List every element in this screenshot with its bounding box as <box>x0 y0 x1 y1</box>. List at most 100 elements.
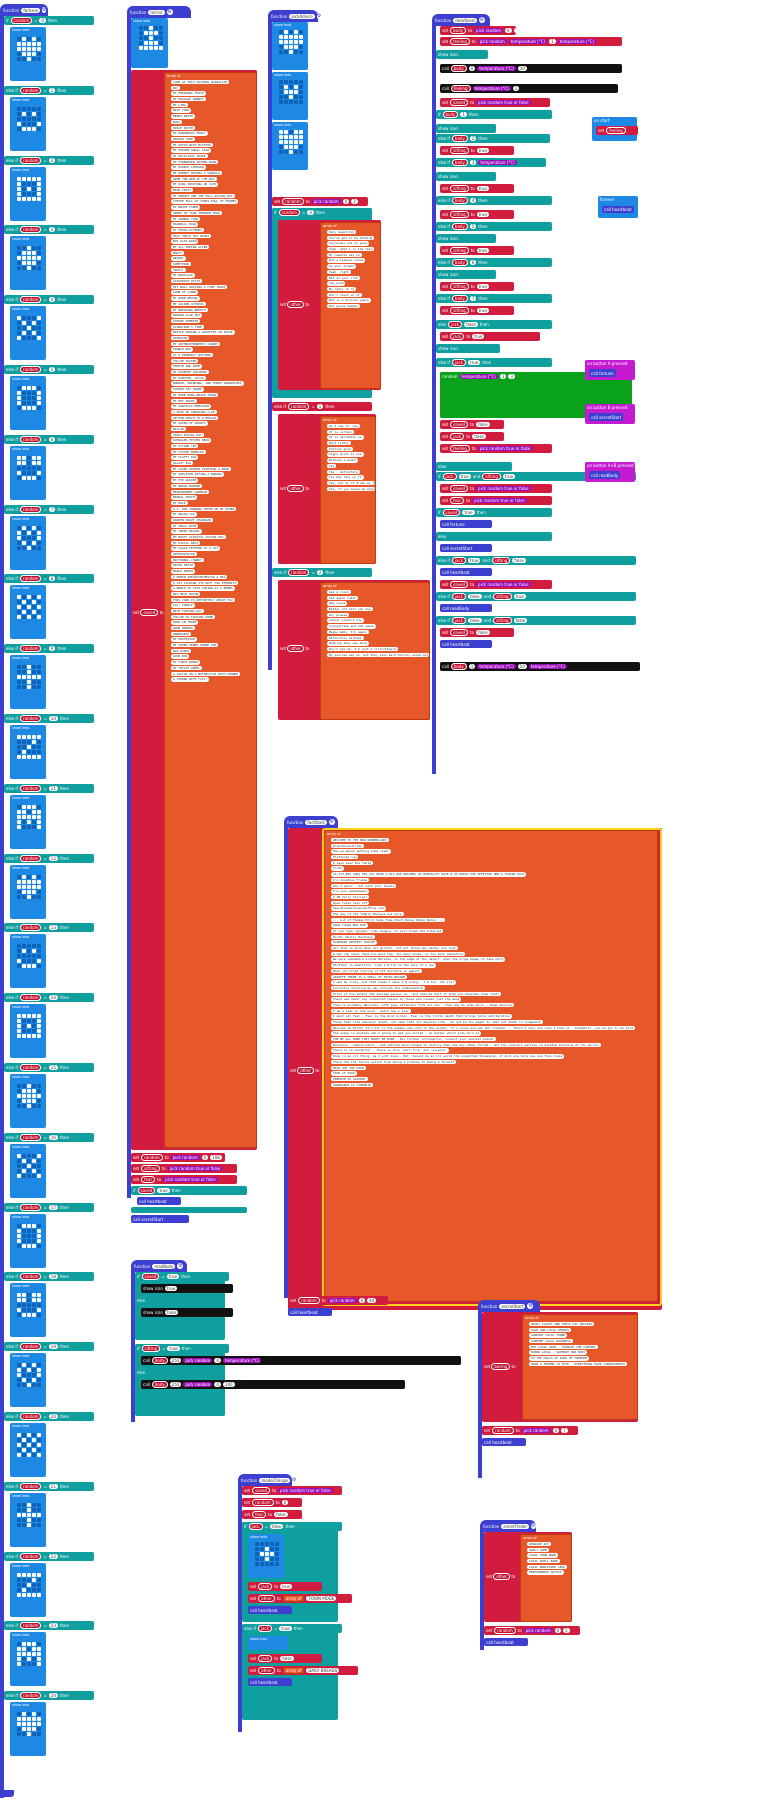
array-string-item[interactable]: ELEPHANT PROTEST SCHISM <box>331 940 377 945</box>
array-string-item[interactable]: My sources say no, but they also said Hi… <box>327 652 429 657</box>
gear-icon[interactable]: ⚙ <box>41 7 47 13</box>
array-string-item[interactable]: NOT SLIP RAIN <box>171 239 199 244</box>
array-string-item[interactable]: GARDEN NIGHT CHANDLER <box>171 517 213 523</box>
array-string-item[interactable]: MY SKELETON EATING A BANANA <box>171 472 224 477</box>
array-string-item[interactable]: MY BORN BANG BRAIN THING <box>171 392 219 398</box>
led-grid[interactable] <box>279 130 303 154</box>
array-string-item[interactable]: FUTURE HAT FRAME <box>171 387 204 392</box>
gear-icon[interactable]: ⚙ <box>531 1523 536 1529</box>
logic-block[interactable]: show icon <box>436 234 496 243</box>
array-string-item[interactable]: BATTLE RIDING A GOLDFISH IN SPACE <box>171 330 235 335</box>
array-string-item[interactable]: As I see it, yes <box>327 424 360 429</box>
array-string-item[interactable]: NICE TAKE <box>171 108 192 113</box>
array-string-item[interactable]: Ask a cloud <box>327 590 351 595</box>
array-string-item[interactable]: Flattened cow <box>331 855 359 860</box>
array-string-item[interactable]: It is certain <box>327 429 355 435</box>
array-string-item[interactable]: Maybe baby, try again <box>327 629 369 635</box>
led-grid[interactable] <box>17 176 41 201</box>
array-string-item[interactable]: FUTURE ZOMBIES <box>171 318 201 324</box>
function-header[interactable]: function modeChange ⚙ <box>238 1474 297 1486</box>
forever-event[interactable]: forever call heartbeat <box>598 196 638 218</box>
array-string-item[interactable]: 14,373,866 CARS 452,111 DEAD 5,812,000 D… <box>331 872 527 877</box>
show-leds-block[interactable]: show leds <box>10 1632 46 1687</box>
array-string-item[interactable]: CASSEROLE PITCH <box>171 279 203 284</box>
array-string-item[interactable]: @realDonaldTrump <box>331 843 364 849</box>
array-string-item[interactable]: Umma fumma BOO HOP <box>331 923 368 928</box>
array-string-item[interactable]: Yeah, what's in the fear <box>327 247 375 252</box>
show-leds-block[interactable]: show leds <box>248 1534 284 1578</box>
array-string-item[interactable]: DRAGON CLIP ART <box>171 313 203 318</box>
array-string-item[interactable]: TRUST! <box>171 267 186 273</box>
array-string-item[interactable]: MY PARA SHOOTING OR CATS <box>171 182 219 187</box>
call-block[interactable]: call readBody <box>440 604 492 612</box>
array-string-item[interactable]: The day of the Tumble Monkeys was here <box>331 911 404 917</box>
call-block[interactable]: call heartbeat <box>482 1438 526 1446</box>
array-string-item[interactable]: Patience - immune hello - and settled mo… <box>331 1042 601 1048</box>
array-string-item[interactable]: SOMETHING <box>171 262 192 267</box>
array-string-item[interactable]: I HAVE NO FREAKING CLUE <box>171 409 217 415</box>
call-block[interactable]: call secretStart <box>440 544 492 552</box>
function-name[interactable]: secretStart <box>499 1303 526 1309</box>
array-string-item[interactable]: BING FIRST <box>171 188 194 193</box>
array-string-item[interactable]: Welcome to Earth! It's hot in the summer… <box>331 1025 635 1031</box>
show-leds-block[interactable]: show leds <box>10 934 46 989</box>
array-string-item[interactable]: Currently drinking my way through the Co… <box>331 985 426 991</box>
array-string-item[interactable]: MY BOOTLACE <box>171 273 195 278</box>
led-grid[interactable] <box>17 106 41 131</box>
call-block[interactable]: call heartbeat <box>288 1308 332 1316</box>
array-string-item[interactable]: MY EAGLE FEATHER TO A CAT <box>171 546 221 551</box>
call-block[interactable]: call secretStart <box>131 1215 189 1223</box>
array-string-item[interactable]: Signs point to yes <box>327 452 364 457</box>
call-block[interactable]: call heartbeat <box>137 1197 181 1205</box>
array-string-item[interactable]: I'm Jonathan Frakes <box>331 877 370 883</box>
array-string-item[interactable]: I must not fear - Fear is the mind kille… <box>331 1014 513 1019</box>
led-grid[interactable] <box>17 735 41 759</box>
array-string-item[interactable]: My remarks say no <box>327 252 362 258</box>
led-grid[interactable] <box>17 1642 41 1667</box>
led-grid[interactable] <box>17 665 41 690</box>
array-string-item[interactable]: DRAGON TAKE <box>171 136 195 142</box>
array-string-item[interactable]: A WOMAN SPEAKSYNTHESISE A WIG <box>171 574 228 580</box>
array-string-item[interactable]: OPEN THE WEB OF THE WAY <box>171 176 217 182</box>
array-string-item[interactable]: MY FROZEN SNAIL STAR <box>171 148 212 153</box>
array-string-item[interactable]: Ask again later <box>327 595 359 601</box>
array-string-item[interactable]: StuffSit is beautiful, like a brick to t… <box>331 963 437 968</box>
array-string-item[interactable]: Operationalfinanceoffice.com <box>331 906 386 911</box>
array-string-item[interactable]: SAVE OUR LOCAL HEROES <box>529 1327 571 1333</box>
function-name[interactable]: mirror <box>148 9 165 15</box>
show-leds-block[interactable]: show leds <box>10 585 46 640</box>
array-string-item[interactable]: MY ZOMBIE TOAD <box>171 216 201 221</box>
led-grid[interactable] <box>255 1542 279 1566</box>
show-leds-block[interactable]: show leds <box>10 96 46 151</box>
array-string-item[interactable]: MY FISTED NEEDLES <box>171 449 206 455</box>
array-string-item[interactable]: Yes - definitely <box>327 469 360 474</box>
array-string-item[interactable]: NOCTURNAL COWBOY <box>171 557 204 563</box>
array-string-item[interactable]: GOOD BOI <box>171 654 190 659</box>
array-string-item[interactable]: We were somewhere around Barstow, on the… <box>331 957 505 962</box>
array-string-item[interactable]: I AM Jerry Sinclair <box>331 894 370 900</box>
function-header[interactable]: function readBody ⚙ <box>131 1260 187 1272</box>
array-string-item[interactable]: HAIRBALL ROAD <box>171 222 199 227</box>
array-string-item[interactable]: BUSY <box>171 119 183 125</box>
array-string-item[interactable]: A CAT LICKING ITS BUTT FOR ETERNITY <box>171 580 239 585</box>
array-string-item[interactable]: MY FLUFFY EGG <box>171 455 199 460</box>
array-string-item[interactable]: IGNORANCE IS STRENGTH <box>331 1082 373 1087</box>
array-string-item[interactable]: MY BREAKING BREATH <box>171 307 208 312</box>
array-string-item[interactable]: --- Lot of Thomas Error Some Time Start … <box>331 917 446 923</box>
led-grid[interactable] <box>17 595 41 620</box>
